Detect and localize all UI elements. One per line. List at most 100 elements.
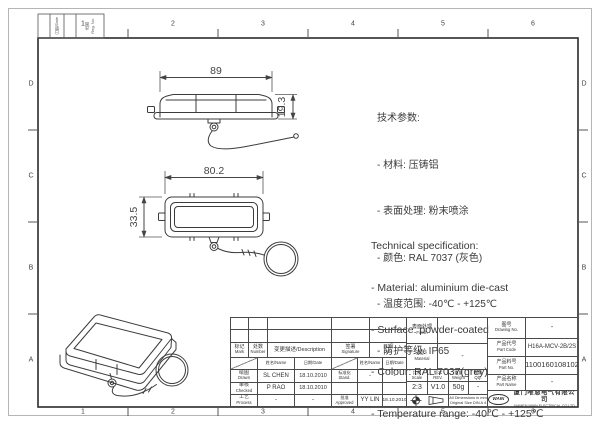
grid-col-label: 2 [171,408,175,416]
grid-row-label: B [28,264,34,272]
grid-row-label: D [581,80,587,88]
process-date-cell: - [295,395,332,407]
signature-diagonal-cell [332,358,358,370]
grid-col-label: 1 [81,20,85,28]
grid-row-label: C [581,172,587,180]
name-header-label: 姓名/Name [359,360,381,366]
grid-col-label: 5 [441,20,445,28]
cover-side-lip [153,112,279,120]
approved-label-cell: 批准 Approved [332,395,358,407]
weight-header-cell: 重量 Weight [449,370,469,382]
side-view-drawing [147,94,299,150]
grid-col-label: 5 [441,408,445,416]
name-column-header: 姓名/Name [258,358,295,370]
drawing-no-value-cell: - [526,317,578,339]
cover-plan-inner [170,202,258,232]
process-label-cell: 工艺 Process [230,395,258,407]
dim-text-side-height: 19.3 [276,97,288,118]
finish-label-cell: 表面处理 Finish [407,317,438,344]
revision-empty-cell [249,317,268,330]
stand-name-cell: - [358,370,383,383]
corner-strip-date-cell: 日期/Date [50,14,64,38]
part-no-zh: 产品料号 [496,359,517,366]
approved-name: YY LIN [360,397,380,404]
corner-strip-box [37,13,105,39]
company-name-zh: 厦门唯恩电气有限公司 [513,391,575,403]
drawn-en: Drawn [237,375,251,381]
drawing-no-zh: 图号 [501,321,512,328]
part-no-value-cell: 1100160108102 [526,357,578,375]
finish-zh: 表面处理 [411,324,432,331]
part-code-value-cell: H16A-MCV-2B/2S [526,339,578,357]
material-zh: 材料 [416,350,427,357]
corner-strip-reg-en: Reg. No. [89,18,95,34]
part-code-en: Part Code [497,346,516,352]
dim-text-plan-height: 33.5 [128,207,140,228]
empty-cell [332,383,358,395]
part-no-value: 1100160108102 [526,360,578,370]
revision-empty-cell [370,317,407,330]
stand-en: Stand. [338,375,351,380]
date-label-en: Date [383,349,393,355]
drawn-zh: 绘图 [238,370,249,376]
cn-spec-item: - 颜色: RAL 7037 (灰色) [377,252,483,264]
scale-value-cell: 2:3 [407,382,428,395]
drawn-name: SL CHEN [263,372,289,379]
cn-spec-title: 技术参数: [377,113,420,124]
number-label-en: Number [250,349,266,355]
cover-plan-left-peg [158,212,166,221]
grid-row-label: B [581,264,587,272]
material-en: Material [414,355,430,361]
rev-value: V1.0 [430,384,446,392]
cover-plan-cavity [174,206,254,228]
dim-text-plan-width: 80.2 [204,165,225,177]
drawn-date: 18.10.2010 [299,372,327,379]
grid-col-label: 6 [531,20,535,28]
revision-header-date: 日期 Date [370,343,407,358]
revision-empty-cell [370,330,407,343]
part-name-en: Part Name [496,381,517,387]
scale-en: Scale [411,374,423,380]
description-label: 变更描述/Description [273,346,326,353]
revision-header-mark: 标记 Mark [230,343,249,358]
cover-side-latch-pin [211,124,217,130]
cn-spec-item: - 温度范围: -40℃ - +125℃ [377,299,497,310]
cover-side-cord-end [293,133,299,139]
cover-plan-right-peg [262,212,270,221]
grid-col-label: 4 [351,20,355,28]
revision-header-description: 变更描述/Description [268,343,332,358]
revision-empty-cell [268,317,332,330]
revision-empty-cell [332,317,370,330]
cover-plan-cord-twists [241,249,257,257]
qty-value: - [476,384,480,392]
process-name: - [275,397,277,404]
corner-strip-reg-cell: 改图 Reg. No. [76,14,104,38]
drawing-no-label-cell: 图号 Drawing No. [488,317,526,339]
material-value-cell: - [438,344,488,370]
grid-col-label: 3 [261,20,265,28]
checked-zh: 审核 [238,383,249,389]
name-header-label: 姓名/Name [265,360,287,366]
iso-base-flange [59,338,177,391]
date-column-header: 日期/Date [295,358,332,370]
weight-en: Weight [452,374,465,380]
process-zh: 工艺 [238,395,249,401]
iso-latch-ring [107,378,117,388]
revision-empty-cell [268,330,332,343]
part-no-label-cell: 产品料号 Part No. [488,357,526,375]
process-date: - [312,397,314,404]
dim-ext-plan-width [164,171,264,194]
cover-plan-latch-ring [209,242,219,251]
signature-diagonal-cell [230,358,258,370]
projection-symbols-cell [407,395,449,407]
signature-label-zh: 签署 [345,343,356,350]
finish-value: - [461,326,464,334]
date-header-label: 日期/Date [303,360,323,366]
iso-ring-inner [158,356,186,384]
revision-header-number: 处数 Number [249,343,268,358]
part-name-zh: 产品名称 [496,376,517,383]
plan-view-drawing [158,193,299,277]
process-name-cell: - [258,395,295,407]
finish-value-cell: - [438,317,488,344]
dim-text-side-width: 89 [210,65,222,77]
